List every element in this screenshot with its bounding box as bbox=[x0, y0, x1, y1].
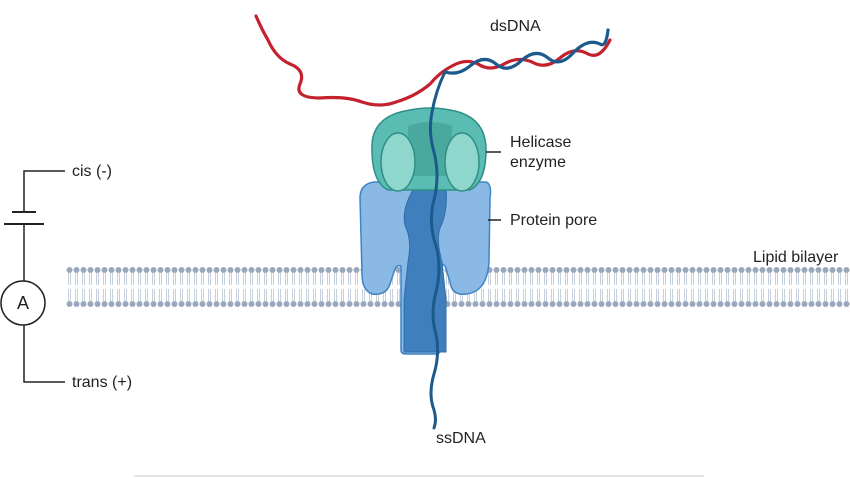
dsdna-label: dsDNA bbox=[490, 18, 541, 35]
lipid-bilayer-label: Lipid bilayer bbox=[753, 249, 839, 266]
dsdna-blue-strand bbox=[443, 28, 610, 75]
ssdna-label: ssDNA bbox=[436, 430, 486, 447]
ammeter-label: A bbox=[16, 292, 29, 313]
lipid-bilayer bbox=[66, 264, 850, 310]
cis-label: cis (-) bbox=[72, 163, 112, 180]
circuit bbox=[0, 170, 65, 383]
helicase-enzyme bbox=[371, 107, 487, 192]
trans-label: trans (+) bbox=[72, 374, 133, 391]
ssdna-strand bbox=[428, 70, 447, 430]
ammeter bbox=[0, 280, 46, 326]
helicase-label: Helicase enzyme bbox=[510, 134, 572, 171]
dna-strands bbox=[254, 14, 612, 430]
protein-pore bbox=[359, 181, 492, 355]
dsdna-red-strand bbox=[254, 14, 612, 107]
protein-pore-label: Protein pore bbox=[510, 212, 598, 229]
